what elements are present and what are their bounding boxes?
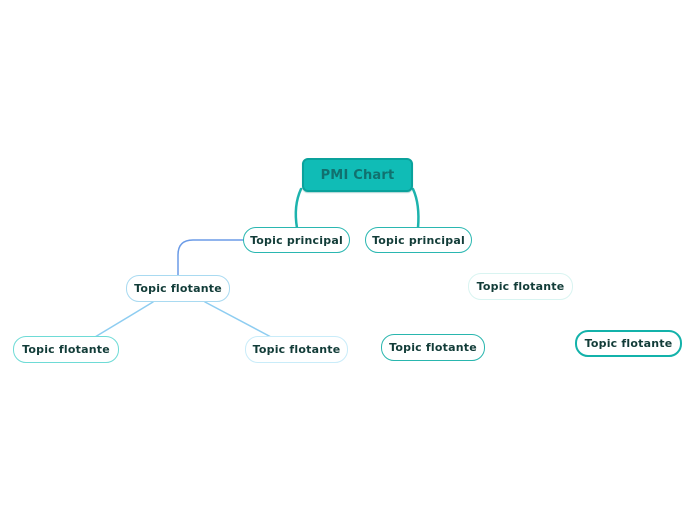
connector-root-to-principal-left <box>294 187 303 230</box>
topic-label: Topic flotante <box>389 341 477 354</box>
topic-label: Topic principal <box>372 233 465 247</box>
topic-label: Topic flotante <box>584 337 673 350</box>
connector-root-to-principal-right <box>411 187 420 230</box>
topic-label: Topic principal <box>250 233 343 247</box>
topic-node-flotante-teal[interactable]: Topic flotante <box>381 334 485 361</box>
topic-node-flotante-float-right[interactable]: Topic flotante <box>468 273 573 300</box>
topic-node-flotante-rightmost[interactable]: Topic flotante <box>575 330 682 357</box>
topic-label: Topic flotante <box>22 343 110 356</box>
topic-label: Topic flotante <box>134 282 222 295</box>
topic-node-root[interactable]: PMI Chart <box>302 158 413 192</box>
topic-node-flotante-child-right[interactable]: Topic flotante <box>245 336 348 363</box>
topic-label: Topic flotante <box>476 280 565 293</box>
topic-node-flotante-center[interactable]: Topic flotante <box>126 275 230 302</box>
topic-label: PMI Chart <box>320 167 395 183</box>
topic-node-flotante-child-left[interactable]: Topic flotante <box>13 336 119 363</box>
connector-flotante-center-to-child-right <box>204 301 272 338</box>
connector-principal-left-to-flotante-center <box>177 239 245 276</box>
connector-flotante-center-to-child-left <box>94 301 154 338</box>
topic-node-principal-right[interactable]: Topic principal <box>365 227 472 253</box>
topic-node-principal-left[interactable]: Topic principal <box>243 227 350 253</box>
topic-label: Topic flotante <box>252 343 341 356</box>
